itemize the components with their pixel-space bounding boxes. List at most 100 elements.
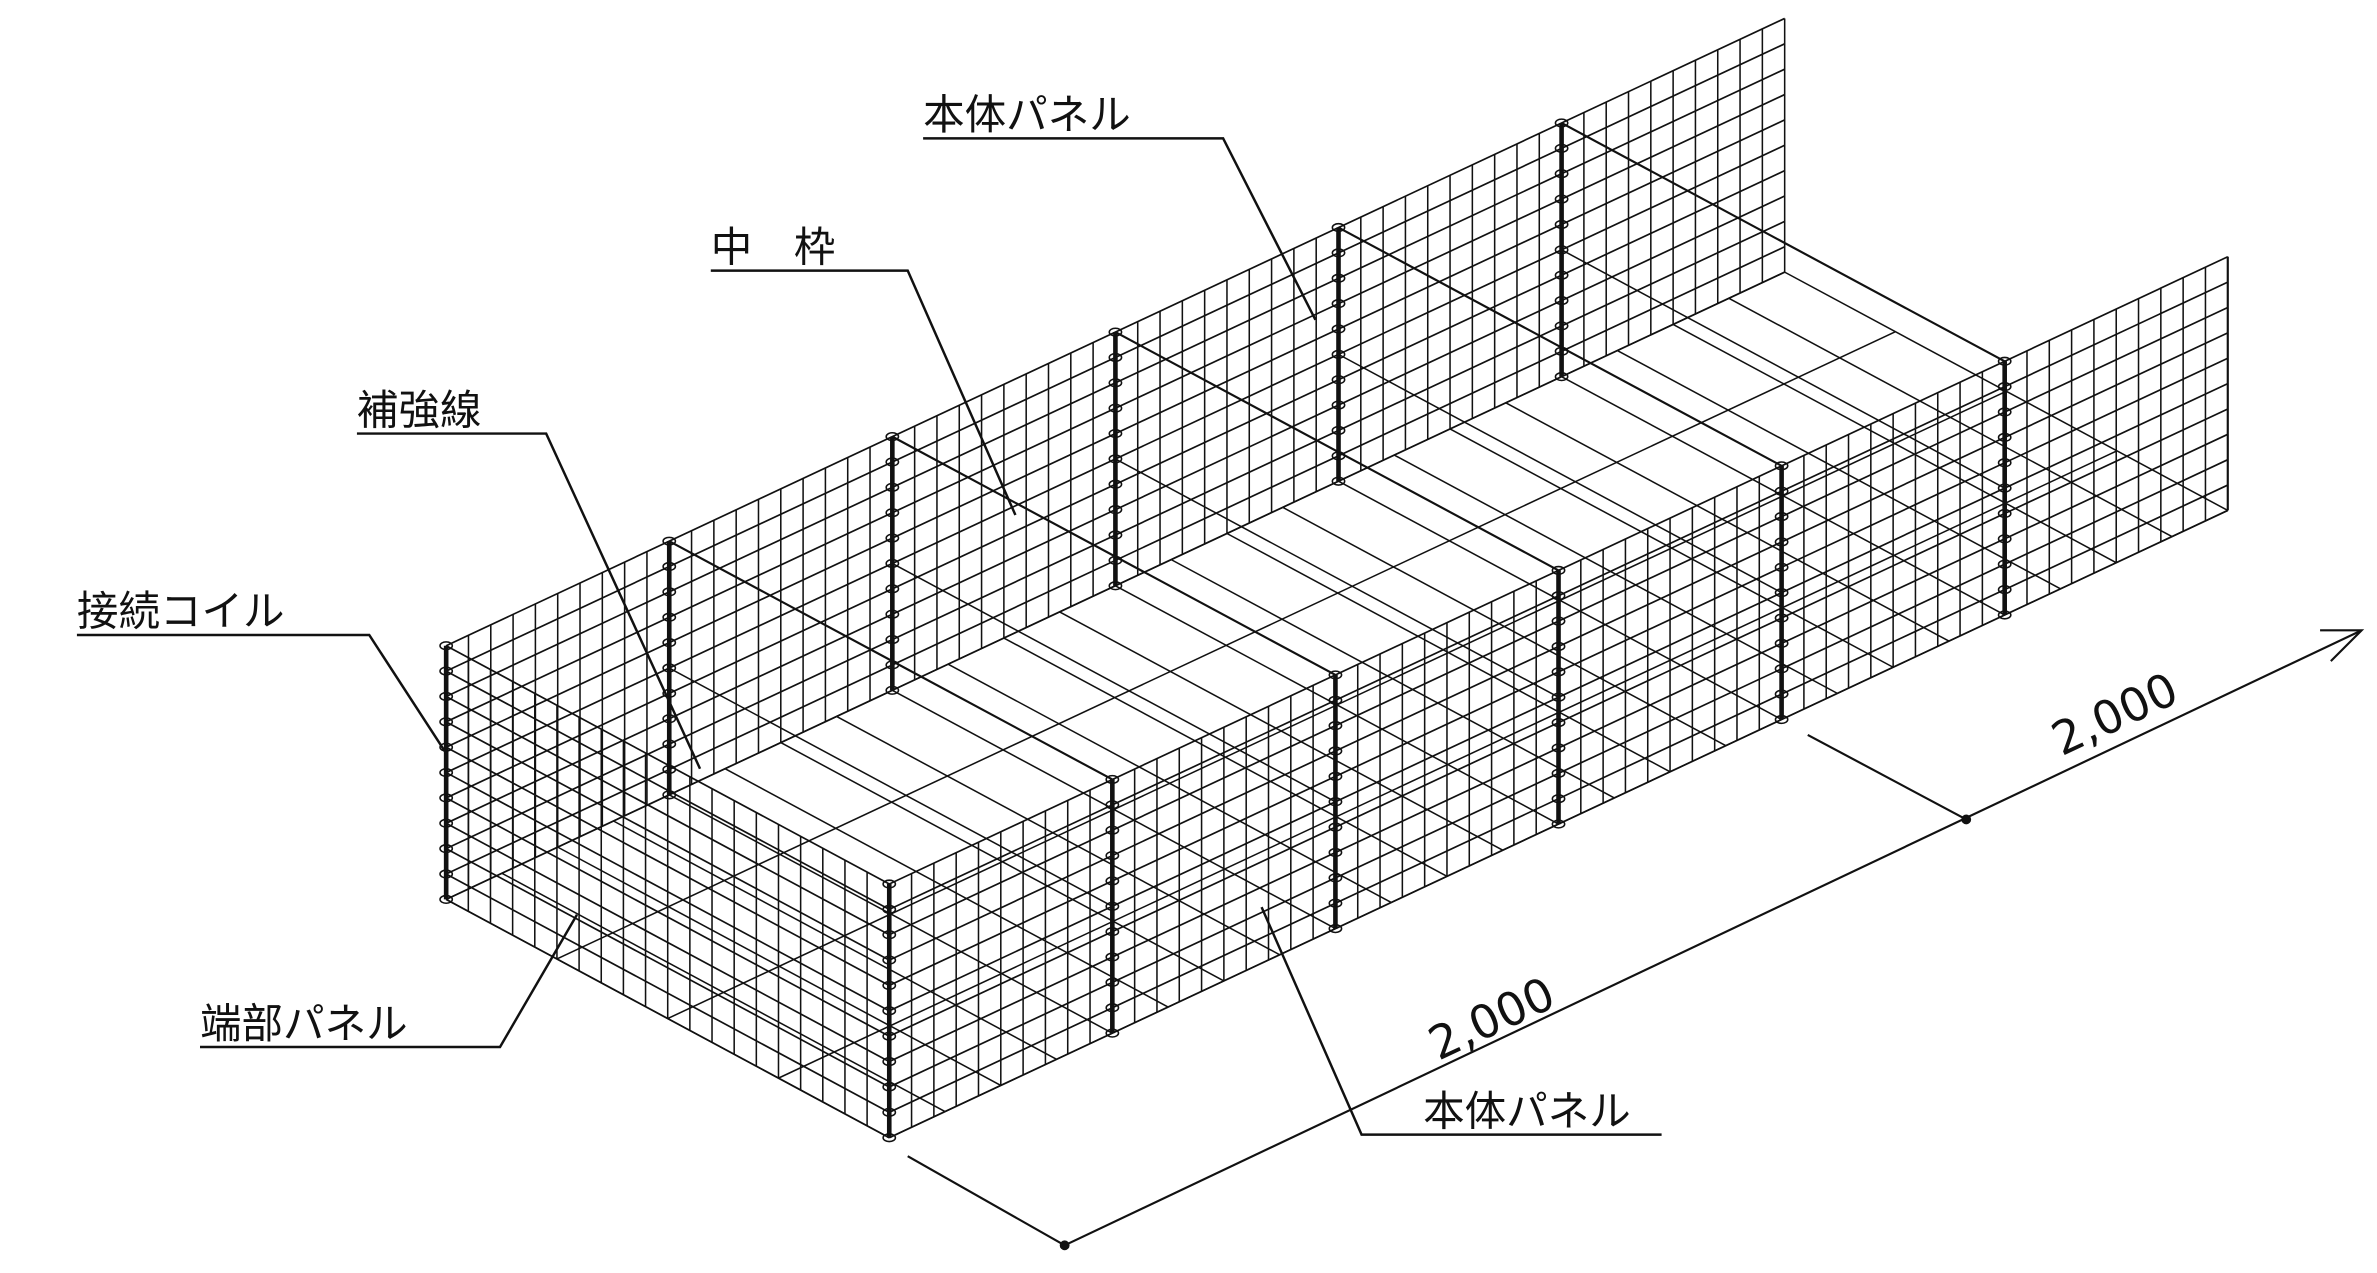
connecting-coil xyxy=(1997,610,2012,620)
leader-lines xyxy=(76,137,1662,1136)
connecting-coil xyxy=(1551,641,1566,652)
connecting-coil xyxy=(882,1082,897,1092)
connecting-coil xyxy=(439,691,454,702)
dimension-tick xyxy=(1059,1240,1070,1251)
connecting-coil xyxy=(1108,530,1123,540)
connecting-coil xyxy=(1105,1028,1120,1038)
connecting-coil xyxy=(439,666,454,676)
connecting-coil xyxy=(1997,508,2012,519)
connecting-coil xyxy=(1328,721,1343,731)
connecting-coil xyxy=(1554,372,1569,382)
reinforcing-wire xyxy=(891,562,1336,803)
connecting-coil xyxy=(1105,977,1120,988)
connecting-coil xyxy=(885,432,900,442)
connecting-coil xyxy=(882,930,897,940)
connecting-coil xyxy=(1554,169,1569,179)
connecting-coil xyxy=(1331,451,1346,461)
dimension-width: 2,000 xyxy=(2043,662,2186,767)
floor-wire xyxy=(1672,323,2117,564)
floor-wire xyxy=(1170,558,1615,799)
connecting-coil xyxy=(1328,822,1343,832)
label-end-panel: 端部パネル xyxy=(200,999,408,1048)
connecting-coil xyxy=(439,894,454,905)
connecting-coil xyxy=(1774,714,1789,725)
connecting-coil xyxy=(885,508,900,518)
connecting-coil xyxy=(1108,327,1123,337)
middle-frame-edge xyxy=(1561,122,2006,363)
connecting-coil xyxy=(439,641,454,651)
connecting-coil xyxy=(882,1107,897,1117)
connecting-coil xyxy=(1328,670,1343,680)
connecting-coil xyxy=(1774,486,1789,496)
connecting-coil xyxy=(1551,667,1566,677)
connecting-coil xyxy=(1774,461,1789,471)
reinforcing-wire xyxy=(1338,353,1782,594)
connecting-coil xyxy=(1997,382,2012,392)
connecting-coil xyxy=(1774,537,1789,547)
connecting-coil xyxy=(1331,324,1346,334)
leader-middle-frame xyxy=(710,269,1017,516)
dimension-tick xyxy=(1961,814,1972,825)
connecting-coil xyxy=(1108,428,1123,439)
floor-wire xyxy=(1282,506,1727,747)
connecting-coil xyxy=(662,587,677,597)
floor-wire xyxy=(1003,637,1448,878)
connecting-coil xyxy=(1551,717,1566,728)
connecting-coil xyxy=(1108,454,1123,464)
connecting-coil xyxy=(1774,511,1789,522)
connecting-coil xyxy=(1774,613,1789,623)
connecting-coil xyxy=(439,767,454,778)
connecting-coil xyxy=(1331,349,1346,359)
connecting-coil xyxy=(1551,565,1566,576)
connecting-coil xyxy=(1997,356,2012,366)
connecting-coil xyxy=(1551,743,1566,753)
connecting-coil xyxy=(1331,375,1346,385)
wire-mesh-box xyxy=(439,17,2229,1143)
connecting-coil xyxy=(1331,222,1346,233)
connecting-coil xyxy=(1551,819,1566,829)
connecting-coil xyxy=(1328,746,1343,756)
connecting-coil xyxy=(662,790,677,800)
reinforcing-wire xyxy=(1561,249,2006,489)
connecting-coil xyxy=(439,793,454,803)
connecting-coil xyxy=(1554,118,1569,128)
floor-wire xyxy=(501,872,946,1113)
connecting-coil xyxy=(439,869,454,879)
floor-wire xyxy=(1449,428,1894,668)
connecting-coil xyxy=(1554,219,1569,230)
extension-line-mid xyxy=(1807,733,1967,821)
connecting-coil xyxy=(1551,794,1566,804)
floor-wire xyxy=(1393,454,1838,695)
connecting-coil xyxy=(1774,588,1789,598)
connecting-coil xyxy=(662,663,677,673)
connecting-coil xyxy=(1105,876,1120,886)
label-middle-frame: 中 枠 xyxy=(711,222,836,271)
connecting-coil xyxy=(662,739,677,749)
reinforcing-wire xyxy=(668,667,1113,907)
connecting-coil xyxy=(439,742,454,752)
connecting-coil xyxy=(662,688,677,698)
connecting-coil xyxy=(1774,664,1789,674)
connecting-coil xyxy=(1554,143,1569,153)
connecting-coil xyxy=(662,714,677,724)
leader-end-panel xyxy=(200,914,579,1049)
connecting-coil xyxy=(1774,638,1789,649)
connecting-coil xyxy=(1997,458,2012,468)
connecting-coil xyxy=(1105,774,1120,785)
connecting-coil xyxy=(882,980,897,991)
connecting-coil xyxy=(1774,562,1789,572)
connecting-coil xyxy=(1108,352,1123,363)
connecting-coil xyxy=(885,634,900,645)
connecting-coil xyxy=(1554,295,1569,306)
connecting-coil xyxy=(1554,194,1569,204)
floor-wire xyxy=(613,820,1057,1060)
connecting-coil xyxy=(882,1056,897,1067)
connecting-coil xyxy=(885,609,900,619)
connecting-coil xyxy=(1105,800,1120,810)
connecting-coil xyxy=(662,638,677,648)
connecting-coil xyxy=(882,1133,897,1143)
connecting-coil xyxy=(662,536,677,546)
connecting-coil xyxy=(1997,584,2012,595)
connecting-coil xyxy=(1551,692,1566,702)
connecting-coil xyxy=(1551,768,1566,778)
